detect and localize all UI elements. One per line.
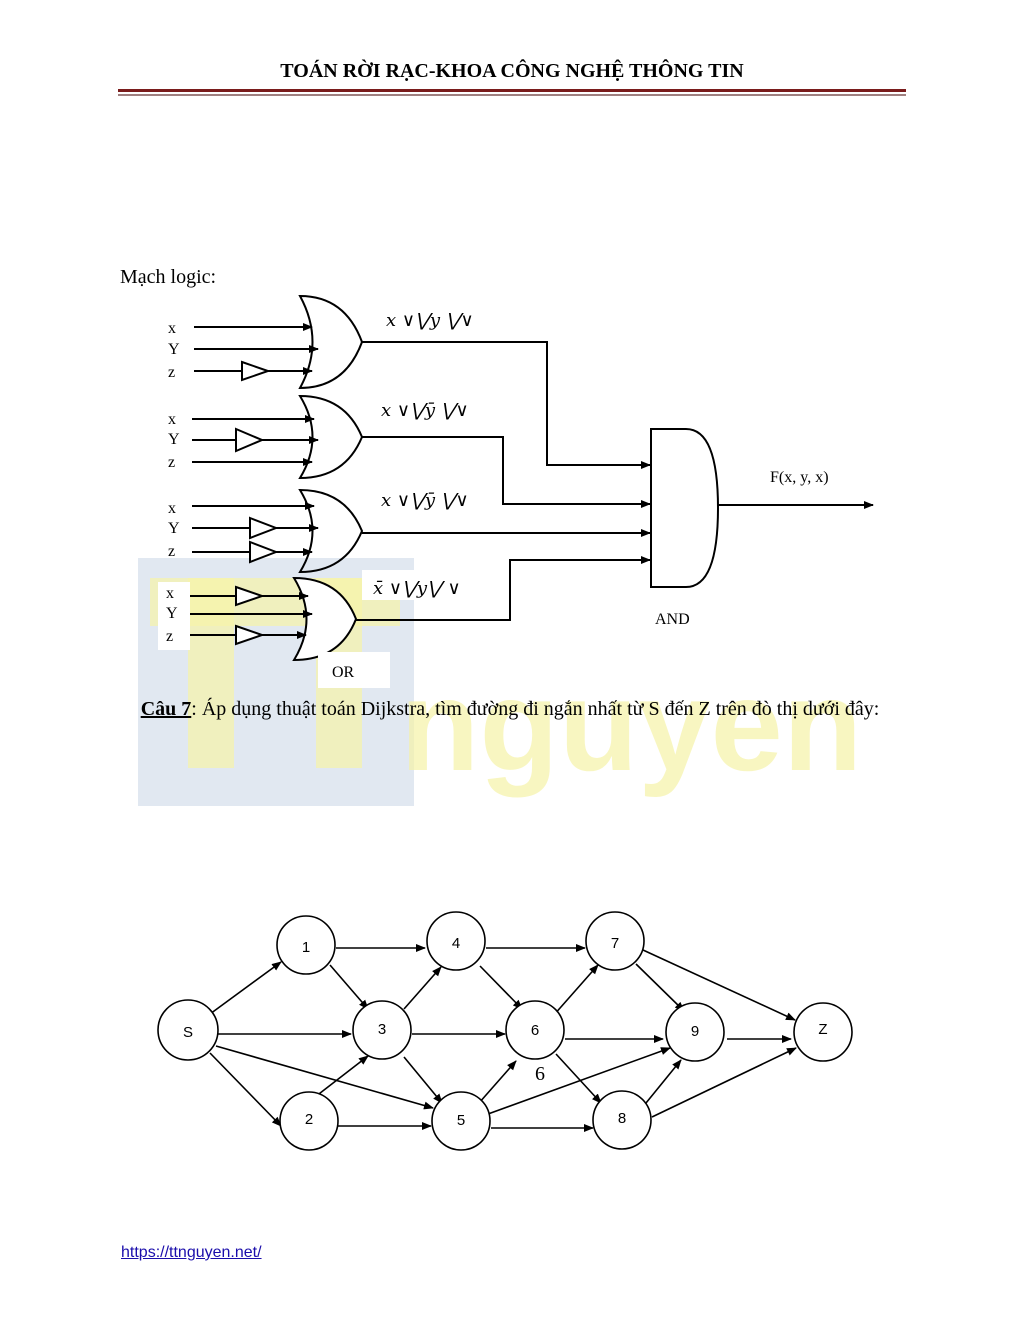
node-label: 8 <box>618 1110 626 1127</box>
or-gate-1: x Y z x ∨⋁y ⋁∨ <box>168 294 474 390</box>
not-buffer-icon <box>249 516 279 540</box>
connection-wire <box>362 436 651 508</box>
and-label: AND <box>655 611 690 628</box>
input-label: Y <box>168 341 180 358</box>
graph-edge <box>209 1052 282 1127</box>
graph-edge <box>651 1047 797 1118</box>
node-label: 5 <box>457 1112 465 1129</box>
label-backdrop <box>362 570 472 600</box>
and-gate: AND F(x, y, x) <box>650 428 874 628</box>
page-header-title: TOÁN RỜI RẠC-KHOA CÔNG NGHỆ THÔNG TIN <box>280 60 744 82</box>
node-label: 7 <box>611 935 619 952</box>
graph-edges <box>209 944 797 1132</box>
or-gate-4: x Y z x̄ ∨⋁y⋁ ∨ OR <box>158 570 472 688</box>
graph-node-6: 6 <box>505 1000 565 1060</box>
label-backdrop <box>158 582 190 650</box>
graph-nodes: 1 4 7 S 3 6 9 Z 2 5 8 <box>157 911 853 1151</box>
or-gate-expression: x ∨⋁y ⋁∨ <box>386 310 474 331</box>
node-label: Z <box>818 1021 827 1038</box>
watermark-text: nguyen <box>400 652 862 798</box>
watermark-letter-stem-1 <box>188 578 234 768</box>
graph-edge <box>403 1056 443 1104</box>
graph-node-7: 7 <box>585 911 645 971</box>
not-buffer-icon <box>241 360 272 382</box>
input-label: Y <box>168 431 180 448</box>
graph-node-8: 8 <box>592 1090 652 1150</box>
input-label: x <box>168 320 176 337</box>
graph-edge <box>645 1059 682 1104</box>
input-label: z <box>168 543 175 560</box>
graph-node-1: 1 <box>276 915 336 975</box>
graph-edge <box>635 963 685 1012</box>
graph-edge <box>329 964 369 1010</box>
or-gate-expression: x ∨⋁ȳ ⋁∨ <box>381 400 469 421</box>
graph-node-4: 4 <box>426 911 486 971</box>
connection-wire <box>356 556 651 621</box>
circuit-label: Mạch logic: <box>120 266 217 288</box>
graph-edge <box>642 949 796 1021</box>
graph-node-9: 9 <box>665 1002 725 1062</box>
graph-node-2: 2 <box>279 1091 339 1151</box>
question-text: Câu 7: Áp dụng thuật toán Dijkstra, tìm … <box>110 694 910 724</box>
question-body: : Áp dụng thuật toán Dijkstra, tìm đường… <box>191 698 880 720</box>
stray-label: 6 <box>535 1063 545 1085</box>
or-gate-2: x Y z x ∨⋁ȳ ⋁∨ <box>168 394 469 480</box>
graph-edge <box>403 966 442 1010</box>
connection-wire <box>362 341 651 469</box>
graph-edge <box>478 1060 517 1104</box>
input-label: z <box>168 454 175 471</box>
node-label: 4 <box>452 935 460 952</box>
label-backdrop <box>318 652 390 688</box>
or-gate-shape <box>292 576 358 662</box>
node-label: 6 <box>531 1022 539 1039</box>
input-label: Y <box>168 520 180 537</box>
input-label: x <box>168 500 176 517</box>
node-label: 2 <box>305 1111 313 1128</box>
graph-edge <box>555 1053 602 1104</box>
input-label: x <box>166 585 174 602</box>
node-label: 9 <box>691 1023 699 1040</box>
input-label: Y <box>166 605 178 622</box>
not-buffer-icon <box>235 585 266 607</box>
graph-node-5: 5 <box>431 1091 491 1151</box>
graph-node-Z: Z <box>793 1002 853 1062</box>
graph-edge <box>215 1045 434 1110</box>
or-gate-3: x Y z x ∨⋁ȳ ⋁∨ <box>168 488 469 574</box>
input-label: z <box>168 364 175 381</box>
header-rule-thin <box>118 94 906 96</box>
not-buffer-icon <box>235 624 266 646</box>
node-label: 3 <box>378 1021 386 1038</box>
graph-node-S: S <box>157 999 219 1061</box>
graph-edge <box>479 965 523 1010</box>
node-label: S <box>183 1024 193 1041</box>
output-label: F(x, y, x) <box>770 469 829 486</box>
footer-link[interactable]: https://ttnguyen.net/ <box>121 1244 262 1261</box>
or-gate-shape <box>298 294 364 390</box>
not-buffer-icon <box>249 540 279 564</box>
graph-edge <box>552 964 599 1017</box>
graph-edge <box>209 961 282 1015</box>
or-gate-expression: x̄ ∨⋁y⋁ ∨ <box>373 578 461 599</box>
header-rule <box>118 89 906 92</box>
input-label: x <box>168 411 176 428</box>
and-gate-shape <box>650 428 720 588</box>
graph-node-3: 3 <box>352 1000 412 1060</box>
node-label: 1 <box>302 939 310 956</box>
not-buffer-icon <box>235 427 265 453</box>
graph-edge <box>487 1047 671 1115</box>
or-label: OR <box>332 664 355 681</box>
graph-edge <box>314 1055 369 1098</box>
input-label: z <box>166 628 173 645</box>
question-number: Câu 7 <box>140 698 192 720</box>
or-gate-expression: x ∨⋁ȳ ⋁∨ <box>381 490 469 511</box>
